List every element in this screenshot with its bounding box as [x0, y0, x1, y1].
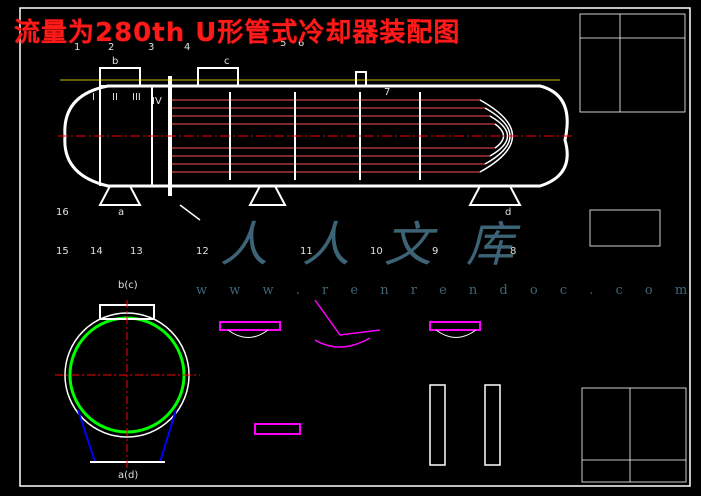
- watermark-logo: 人人文库: [220, 217, 549, 273]
- part-label-11: 11: [300, 246, 313, 257]
- nozzle-label-a: a: [118, 207, 124, 218]
- chamber-label-I: I: [92, 92, 95, 103]
- part-label-9: 9: [432, 246, 438, 257]
- drawing-frame: [19, 7, 691, 487]
- chamber-label-III: III: [132, 92, 141, 103]
- tube-bundle: [172, 99, 495, 173]
- watermark-url: w w w . r e n r e n d o c . c o m: [196, 283, 697, 298]
- title-block: [579, 13, 687, 483]
- part-label-5: 5: [280, 38, 286, 49]
- part-label-13: 13: [130, 246, 143, 257]
- part-label-12: 12: [196, 246, 209, 257]
- part-label-6: 6: [298, 38, 304, 49]
- nozzle-label-b: b: [112, 56, 118, 67]
- main-vessel-view: [63, 67, 569, 221]
- part-label-3: 3: [148, 42, 154, 53]
- part-label-10: 10: [370, 246, 383, 257]
- nozzle-label-c: c: [224, 56, 230, 67]
- detail-views: [219, 299, 501, 466]
- part-label-14: 14: [90, 246, 103, 257]
- part-label-16: 16: [56, 207, 69, 218]
- section-label-top: b(c): [118, 280, 138, 291]
- part-label-15: 15: [56, 246, 69, 257]
- part-labels: 1 2 3 4 5 6 7 8 9 10 11 12 13 14 15 16 b…: [56, 38, 516, 257]
- part-label-8: 8: [510, 246, 516, 257]
- nozzle-label-d: d: [505, 207, 511, 218]
- section-label-bottom: a(d): [118, 470, 138, 481]
- cross-section-view: [55, 300, 200, 470]
- chamber-label-II: II: [112, 92, 118, 103]
- part-label-7: 7: [384, 87, 390, 98]
- part-label-4: 4: [184, 42, 190, 53]
- drawing-title: 流量为280th U形管式冷却器装配图: [14, 18, 461, 48]
- part-label-2: 2: [108, 42, 114, 53]
- part-label-1: 1: [74, 42, 80, 53]
- chamber-label-IV: IV: [152, 96, 162, 107]
